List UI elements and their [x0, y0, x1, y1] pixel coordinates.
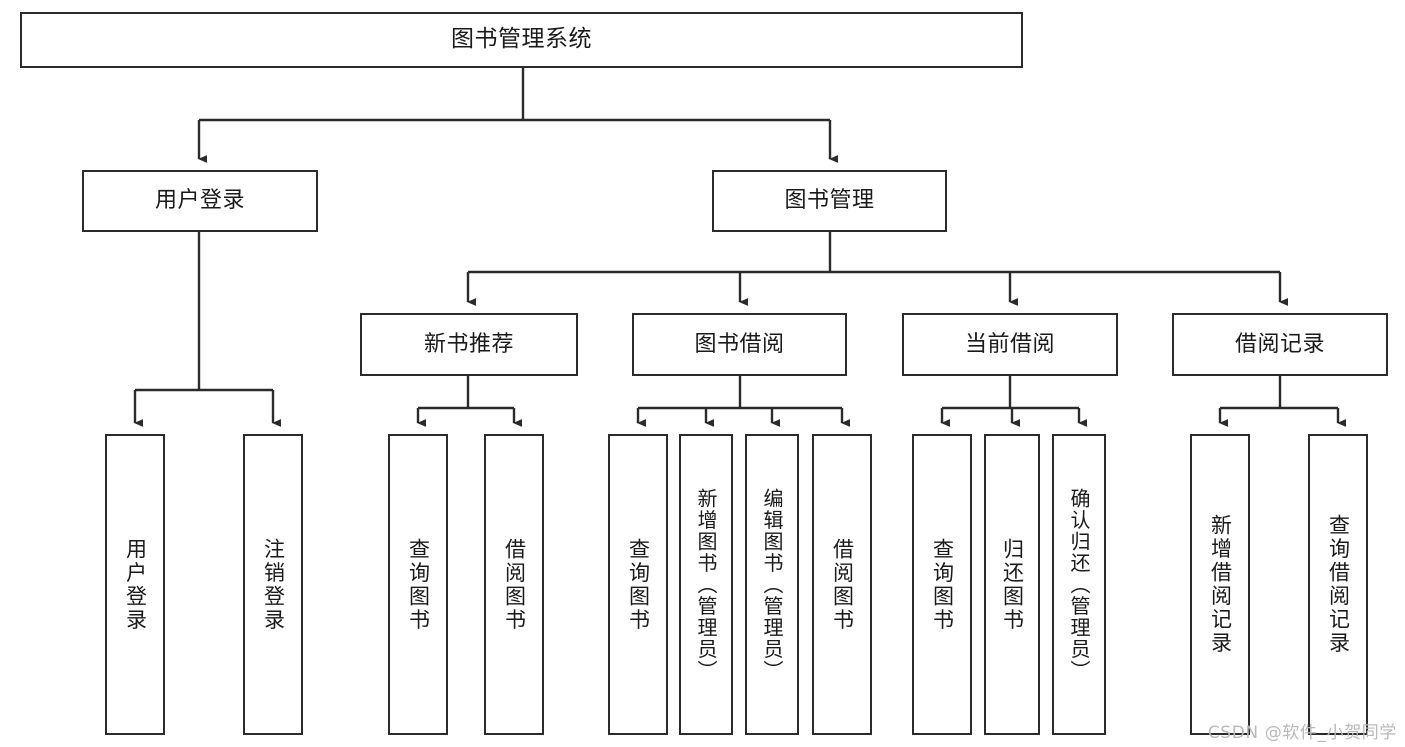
- node-current-borrow-label: 当前借阅: [964, 331, 1055, 357]
- watermark-text: CSDN @软件_小贺同学: [1207, 723, 1397, 743]
- leaf-node[interactable]: 确认归还（管理员）: [1052, 434, 1106, 735]
- leaf-node-label: 新增借阅记录: [1208, 514, 1233, 655]
- leaf-node-label: 新增图书（管理员）: [694, 487, 718, 682]
- node-user-login[interactable]: 用户登录: [82, 170, 318, 232]
- leaf-node[interactable]: 新增图书（管理员）: [679, 434, 733, 735]
- leaf-node[interactable]: 用户登录: [105, 434, 165, 735]
- leaf-node[interactable]: 借阅图书: [484, 434, 544, 735]
- leaf-node[interactable]: 查询图书: [912, 434, 972, 735]
- leaf-node-label: 查询图书: [406, 537, 431, 632]
- node-new-book-recommend-label: 新书推荐: [423, 331, 514, 357]
- node-new-book-recommend[interactable]: 新书推荐: [360, 313, 578, 376]
- node-book-management[interactable]: 图书管理: [712, 170, 947, 232]
- node-borrow-records[interactable]: 借阅记录: [1172, 313, 1388, 376]
- leaf-node[interactable]: 查询图书: [388, 434, 448, 735]
- leaf-node[interactable]: 注销登录: [243, 434, 303, 735]
- leaf-node-label: 借阅图书: [502, 537, 527, 632]
- leaf-node-label: 查询图书: [626, 537, 651, 632]
- node-current-borrow[interactable]: 当前借阅: [902, 313, 1118, 376]
- leaf-node-label: 借阅图书: [830, 537, 855, 632]
- leaf-node-label: 查询借阅记录: [1326, 514, 1351, 655]
- leaf-node-label: 用户登录: [123, 537, 148, 632]
- leaf-node-label: 查询图书: [930, 537, 955, 632]
- node-book-borrow-label: 图书借阅: [694, 331, 785, 357]
- node-user-login-label: 用户登录: [154, 188, 245, 214]
- leaf-node[interactable]: 查询图书: [608, 434, 668, 735]
- leaf-node[interactable]: 新增借阅记录: [1190, 434, 1250, 735]
- leaf-node-label: 归还图书: [1000, 537, 1025, 632]
- node-root-label: 图书管理系统: [451, 26, 592, 53]
- leaf-node[interactable]: 查询借阅记录: [1308, 434, 1368, 735]
- node-book-borrow[interactable]: 图书借阅: [632, 313, 847, 376]
- leaf-node-label: 注销登录: [261, 537, 286, 632]
- leaf-node[interactable]: 借阅图书: [812, 434, 872, 735]
- node-root[interactable]: 图书管理系统: [20, 12, 1023, 68]
- node-borrow-records-label: 借阅记录: [1234, 331, 1325, 357]
- leaf-node[interactable]: 编辑图书（管理员）: [745, 434, 799, 735]
- leaf-node-label: 编辑图书（管理员）: [760, 487, 784, 682]
- leaf-node[interactable]: 归还图书: [984, 434, 1040, 735]
- node-book-management-label: 图书管理: [784, 188, 875, 214]
- leaf-node-label: 确认归还（管理员）: [1067, 487, 1091, 682]
